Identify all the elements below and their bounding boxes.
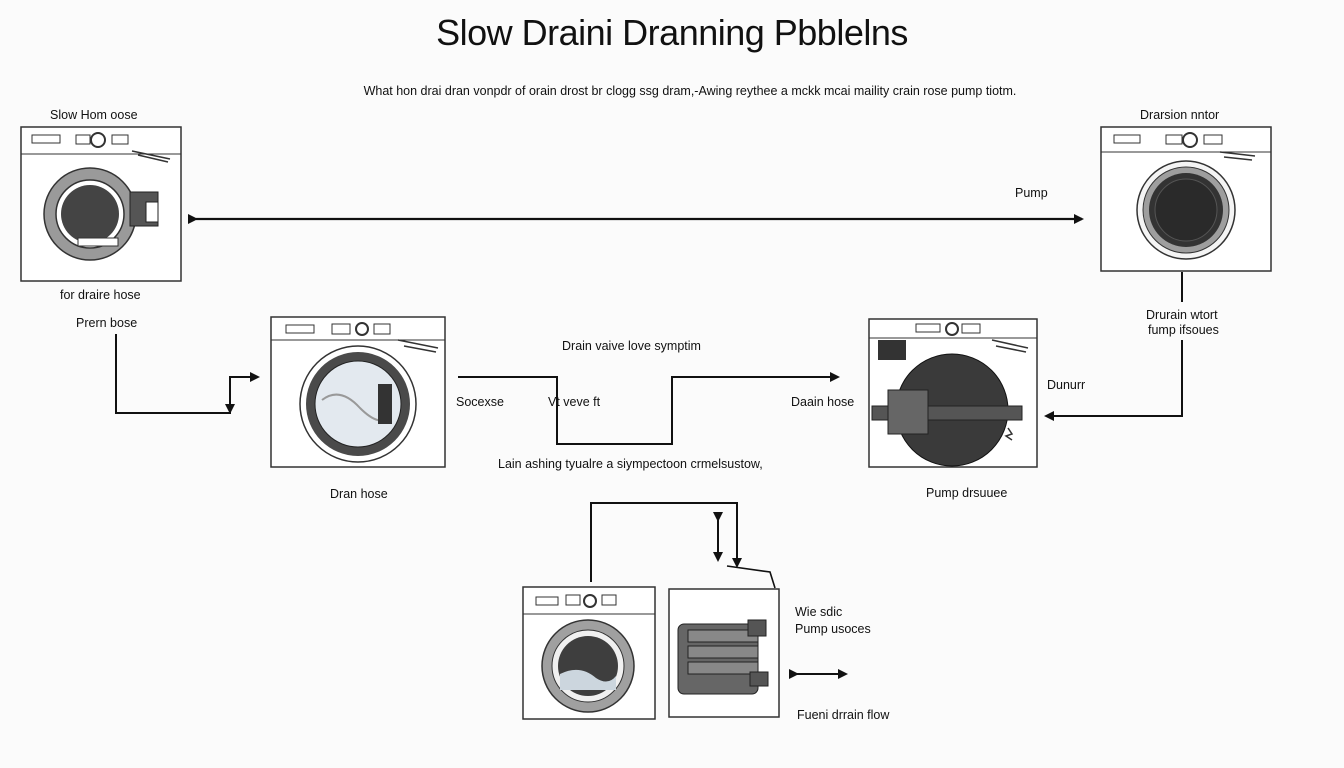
label-pump-drsuuee: Pump drsuuee — [926, 486, 1008, 500]
label-top-left-below-1: for draire hose — [60, 288, 141, 302]
washer-top-right — [1100, 126, 1272, 272]
label-pump: Pump — [1015, 186, 1048, 200]
label-pump-usoces: Pump usoces — [795, 622, 871, 636]
label-vt-veve: Vt veve ft — [548, 395, 601, 409]
arrow-right-into-pump — [1044, 340, 1183, 421]
label-top-left-below-2: Prern bose — [76, 316, 138, 330]
label-wie-sdic: Wie sdic — [795, 605, 843, 619]
label-mid-caption: Drain vaive love symptim — [562, 339, 701, 353]
label-right-below-1: Drurain wtort — [1146, 308, 1218, 322]
label-dain-hose: Daain hose — [791, 395, 855, 409]
washer-middle-left — [270, 316, 446, 468]
arrow-left-to-washer — [115, 334, 260, 414]
arrow-bottom-loop — [590, 502, 742, 582]
washer-top-left — [20, 126, 182, 282]
label-socexse: Socexse — [456, 395, 504, 409]
label-top-left-caption: Slow Hom oose — [50, 108, 138, 122]
label-fueni-drain-flow: Fueni drrain flow — [797, 708, 890, 722]
washer-bottom — [522, 586, 656, 720]
label-dunurr: Dunurr — [1047, 378, 1086, 392]
label-lain-ashing: Lain ashing tyualre a siympectoon crmels… — [498, 457, 763, 471]
arrow-bottom-hose — [726, 565, 776, 589]
diagram-title: Slow Draini Dranning Pbblelns — [436, 12, 908, 53]
arrow-middle-step — [458, 372, 840, 445]
pump-unit-bottom — [668, 588, 780, 718]
label-dran-hose: Dran hose — [330, 487, 388, 501]
label-top-right-caption: Drarsion nntor — [1140, 108, 1220, 122]
washer-middle-right — [868, 318, 1038, 468]
diagram-subtitle: What hon drai dran vonpdr of orain drost… — [363, 84, 1017, 98]
label-right-below-2: fump ifsoues — [1148, 323, 1219, 337]
